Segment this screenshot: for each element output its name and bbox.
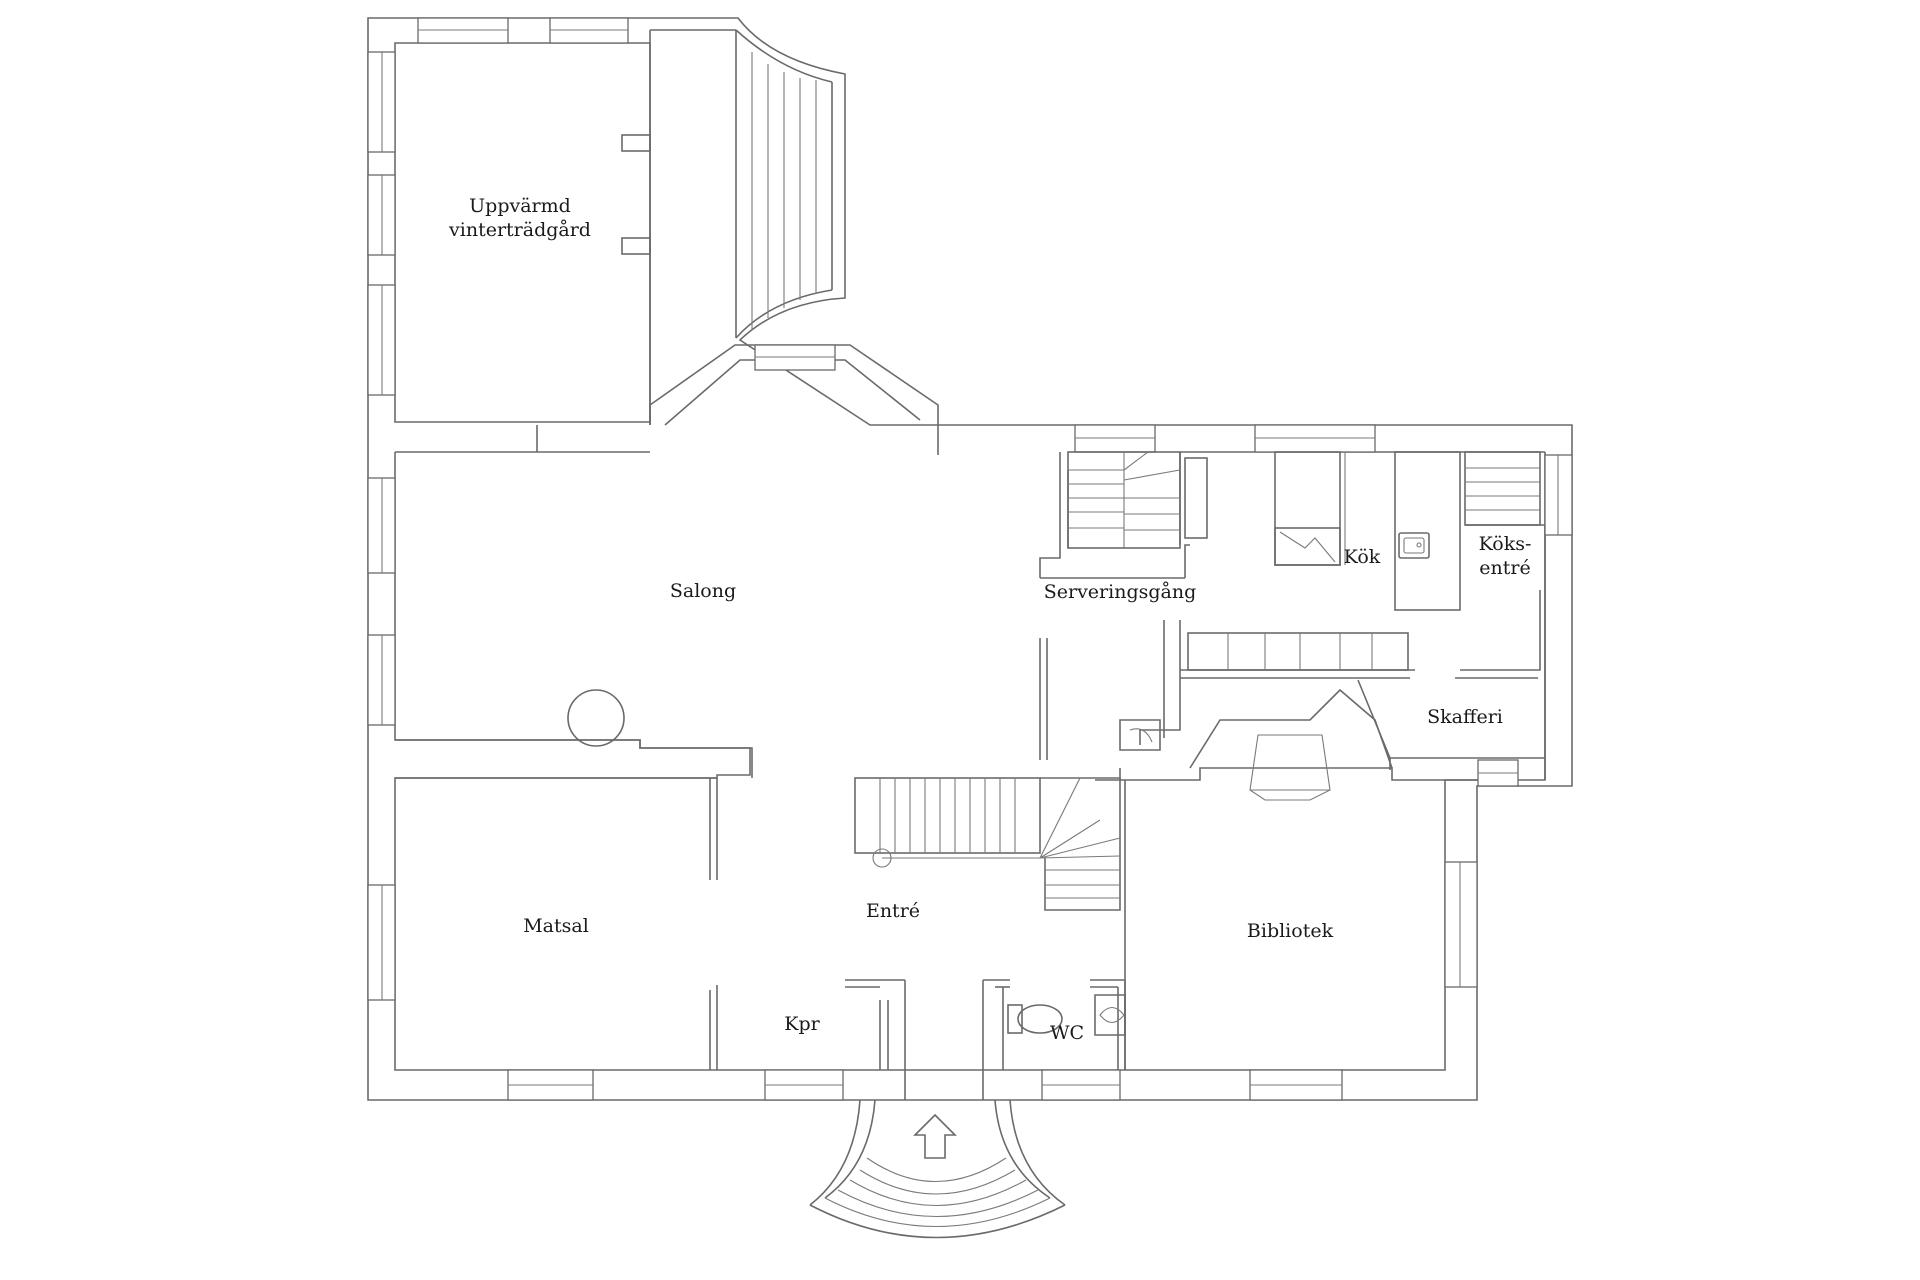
kitchen-entrance-stair <box>1464 451 1541 526</box>
label-koksentre-line2: entré <box>1479 557 1530 579</box>
service-stair <box>1067 451 1208 549</box>
label-vinter-line1: Uppvärmd <box>469 195 571 217</box>
label-matsal: Matsal <box>523 915 589 937</box>
room-labels: Uppvärmd vinterträdgård Salong Servering… <box>448 195 1531 1044</box>
stove-icon <box>1274 527 1341 566</box>
wc-sink-icon <box>1094 994 1126 1036</box>
windows <box>367 17 1573 1101</box>
label-koksentre-line1: Köks- <box>1479 533 1532 555</box>
label-serveringsgang: Serveringsgång <box>1044 581 1197 603</box>
label-bibliotek: Bibliotek <box>1247 920 1334 942</box>
arrow-up-icon <box>913 1113 957 1159</box>
label-vinter-line2: vinterträdgård <box>448 219 591 241</box>
label-entre: Entré <box>866 900 920 922</box>
label-skafferi: Skafferi <box>1427 706 1503 728</box>
interior-walls <box>395 425 1546 1100</box>
kitchen-fixtures <box>1187 451 1461 671</box>
round-stove-icon <box>567 689 625 747</box>
entrance-steps <box>809 1099 1066 1239</box>
label-wc: WC <box>1050 1022 1084 1044</box>
label-salong: Salong <box>670 580 736 602</box>
corner-sink-icon <box>1119 719 1161 751</box>
label-kok: Kök <box>1344 546 1381 568</box>
fireplace-icon <box>1189 688 1393 801</box>
toilet-icon <box>1007 1004 1063 1034</box>
main-stair <box>854 777 1121 911</box>
outer-walls <box>367 17 1573 1101</box>
label-kpr: Kpr <box>784 1013 820 1035</box>
sink-icon <box>1398 532 1430 559</box>
wintergarden-structure <box>621 29 939 455</box>
